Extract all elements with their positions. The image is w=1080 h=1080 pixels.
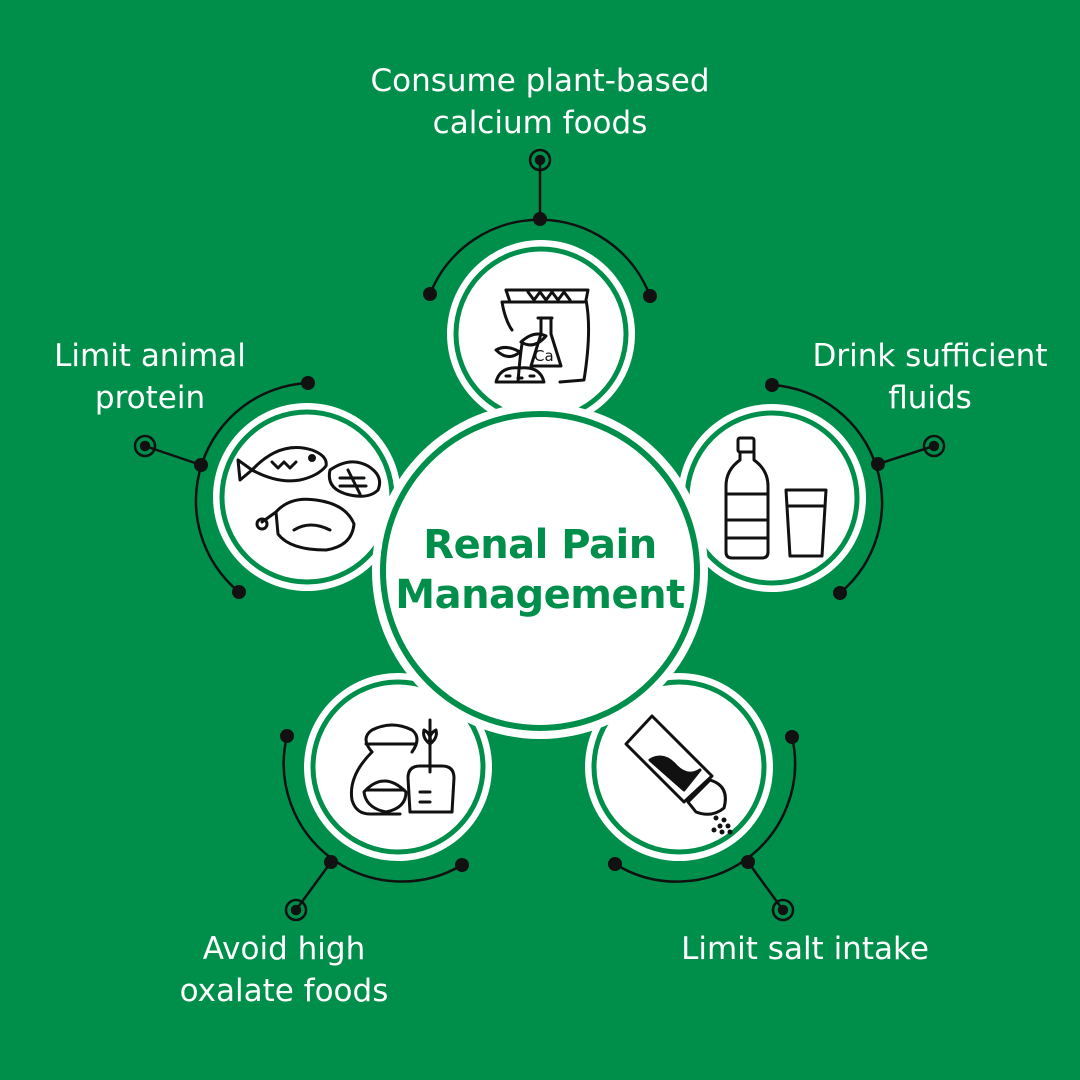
label-oxalate-line1: Avoid high bbox=[202, 931, 366, 967]
label-calcium: Consume plant-based calcium foods bbox=[330, 60, 750, 144]
center-title-line2: Management bbox=[395, 572, 685, 618]
target-endpoints bbox=[133, 148, 946, 922]
center-title: Renal Pain Management bbox=[380, 520, 700, 620]
label-oxalate-line2: oxalate foods bbox=[179, 973, 389, 1009]
satellite-oxalate bbox=[304, 673, 492, 861]
label-calcium-line1: Consume plant-based bbox=[370, 63, 710, 99]
center-circle bbox=[372, 403, 708, 739]
fish-meat-chicken-icon bbox=[236, 446, 382, 552]
grain-sack-bread-icon bbox=[349, 718, 456, 816]
label-calcium-line2: calcium foods bbox=[432, 105, 648, 141]
label-oxalate: Avoid high oxalate foods bbox=[134, 928, 434, 1012]
label-fluids-line2: fluids bbox=[888, 380, 972, 416]
svg-text:Ca: Ca bbox=[534, 347, 554, 365]
bottle-and-glass-icon bbox=[724, 436, 828, 560]
label-protein: Limit animal protein bbox=[10, 335, 290, 419]
connector-dots bbox=[194, 212, 885, 872]
calcium-bag-flask-icon: Ca bbox=[494, 288, 591, 384]
label-salt: Limit salt intake bbox=[650, 928, 960, 970]
label-salt-line1: Limit salt intake bbox=[681, 931, 929, 967]
label-fluids: Drink sufficient fluids bbox=[780, 335, 1080, 419]
label-protein-line1: Limit animal bbox=[54, 338, 246, 374]
center-title-line1: Renal Pain bbox=[423, 522, 657, 568]
salt-shaker-icon bbox=[624, 714, 733, 835]
label-protein-line2: protein bbox=[94, 380, 206, 416]
label-fluids-line1: Drink sufficient bbox=[812, 338, 1048, 374]
